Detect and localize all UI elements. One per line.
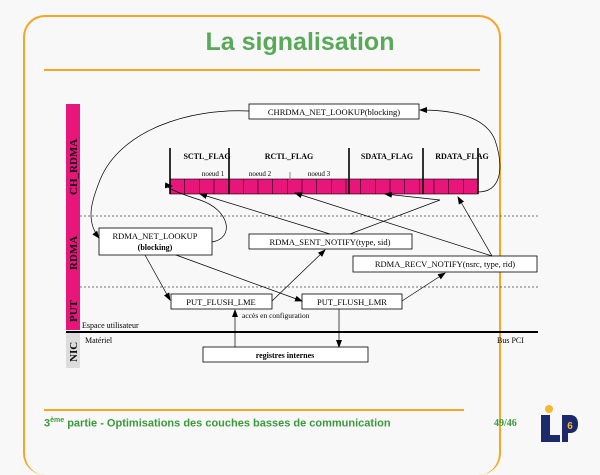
layer-label-put: PUT xyxy=(68,299,80,322)
title-divider xyxy=(44,69,480,71)
label-config-access: accès en configuration xyxy=(242,311,310,320)
flag-label-rctl: RCTL_FLAG xyxy=(265,152,313,161)
arrow-sent-to-sctl xyxy=(199,193,331,235)
arrow-lme-to-sent xyxy=(271,249,326,302)
svg-text:PUT_FLUSH_LMR: PUT_FLUSH_LMR xyxy=(317,297,387,307)
layer-bar-software xyxy=(66,104,80,330)
node-label-1: noeud 1 xyxy=(202,170,225,178)
footer-caption: 3ème partie - Optimisations des couches … xyxy=(44,417,391,430)
svg-text:registres internes: registres internes xyxy=(256,351,315,360)
flag-array-bg xyxy=(169,178,479,195)
slide-frame xyxy=(23,15,501,475)
arrow-recv-to-rdata xyxy=(457,196,493,257)
box-rdma-sent-notify: RDMA_SENT_NOTIFY(type, sid) xyxy=(248,233,413,250)
arrow-lmr-to-recv xyxy=(401,272,446,302)
logo-dot-icon xyxy=(545,405,553,413)
box-rdma-net-lookup: RDMA_NET_LOOKUP (blocking) xyxy=(98,227,213,256)
page-number: 49/46 xyxy=(494,418,517,429)
layer-label-nic: NIC xyxy=(68,342,80,362)
arrow-rdma-lookup-to-flags xyxy=(164,182,227,243)
arrow-lookup-to-lmr xyxy=(175,254,303,302)
signalisation-diagram: CH_RDMA RDMA PUT NIC SCTL_FLAG RCTL_FLAG… xyxy=(66,103,538,368)
flag-label-rdata: RDATA_FLAG xyxy=(435,152,488,161)
flag-label-sctl: SCTL_FLAG xyxy=(183,152,230,161)
flag-array xyxy=(169,148,479,195)
box-put-flush-lme: PUT_FLUSH_LME xyxy=(170,293,273,310)
slide-title: La signalisation xyxy=(205,28,395,56)
node-label-3: noeud 3 xyxy=(308,170,331,178)
layer-bar-nic xyxy=(66,332,80,368)
svg-text:CHRDMA_NET_LOOKUP(blocking): CHRDMA_NET_LOOKUP(blocking) xyxy=(268,107,400,117)
layer-label-rdma: RDMA xyxy=(68,236,80,270)
svg-text:PUT_FLUSH_LME: PUT_FLUSH_LME xyxy=(186,297,255,307)
flag-label-sdata: SDATA_FLAG xyxy=(361,152,413,161)
box-registres-internes: registres internes xyxy=(202,346,369,363)
box-rdma-recv-notify: RDMA_RECV_NOTIFY(nsrc, type, rid) xyxy=(352,255,538,273)
label-bus-pci: Bus PCI xyxy=(497,336,524,345)
svg-text:6: 6 xyxy=(567,421,573,432)
arrow-chrdma-to-rdma-lookup xyxy=(90,110,250,239)
footer-divider xyxy=(44,409,464,411)
node-label-2: noeud 2 xyxy=(249,170,272,178)
arrow-rdata-to-chrdma xyxy=(419,107,501,193)
lip6-logo: 6 xyxy=(541,405,578,442)
box-chrdma-net-lookup: CHRDMA_NET_LOOKUP(blocking) xyxy=(248,103,420,120)
svg-text:RDMA_NET_LOOKUP: RDMA_NET_LOOKUP xyxy=(113,231,198,241)
svg-text:(blocking): (blocking) xyxy=(138,243,173,252)
svg-text:RDMA_SENT_NOTIFY(type, sid): RDMA_SENT_NOTIFY(type, sid) xyxy=(270,237,391,247)
arrow-recv-to-rctl xyxy=(294,192,493,257)
label-user-space: Espace utilisateur xyxy=(82,321,139,330)
layer-label-ch-rdma: CH_RDMA xyxy=(68,139,80,195)
label-hardware: Matériel xyxy=(85,336,113,345)
arrow-lookup-to-lme xyxy=(144,254,171,301)
svg-text:RDMA_RECV_NOTIFY(nsrc, type, r: RDMA_RECV_NOTIFY(nsrc, type, rid) xyxy=(375,259,515,269)
box-put-flush-lmr: PUT_FLUSH_LMR xyxy=(301,293,403,310)
arrow-sent-to-sdata xyxy=(349,191,441,235)
